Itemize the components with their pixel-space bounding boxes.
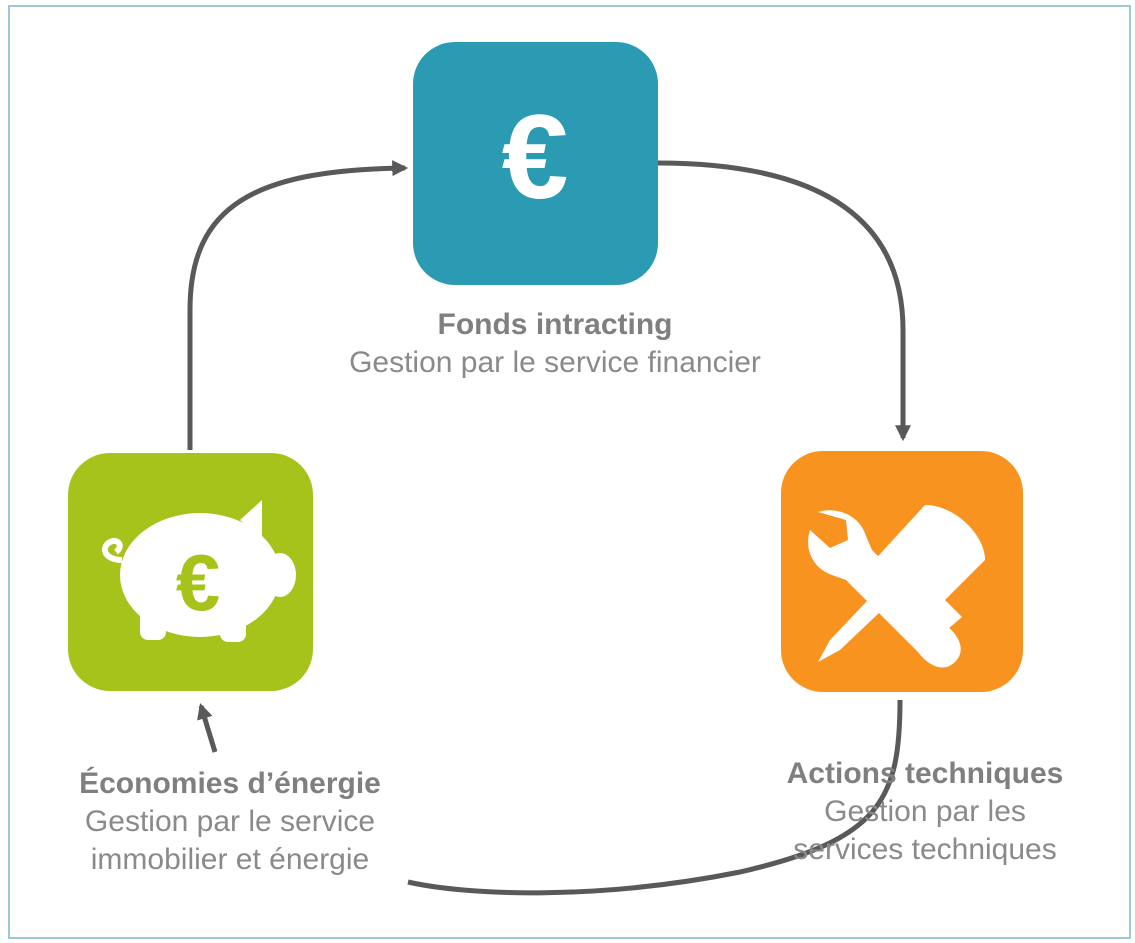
node-fonds: € <box>413 42 658 285</box>
actions-desc-line-2: services techniques <box>793 833 1057 866</box>
piggy-bank-euro-icon: € <box>101 500 296 642</box>
fonds-desc-line-1: Gestion par le service financier <box>349 346 761 379</box>
piggy-euro-symbol: € <box>176 538 221 627</box>
arrow-actions-to-economies <box>407 699 903 896</box>
euro-icon: € <box>502 90 569 224</box>
actions-title: Actions techniques <box>786 757 1064 790</box>
economies-label: Économies d’énergie Gestion par le servi… <box>30 765 430 879</box>
node-actions <box>781 451 1023 692</box>
economies-desc-line-2: immobilier et énergie <box>90 843 370 876</box>
fonds-label: Fonds intracting Gestion par le service … <box>290 306 820 382</box>
actions-desc-line-1: Gestion par les <box>824 795 1026 828</box>
economies-desc-line-1: Gestion par le service <box>84 805 376 838</box>
actions-label: Actions techniques Gestion par les servi… <box>730 755 1120 869</box>
node-economies: € <box>68 453 313 691</box>
fonds-title: Fonds intracting <box>437 308 673 341</box>
wrench-screwdriver-icon <box>808 505 985 668</box>
arrow-economies-to-fonds <box>187 160 409 450</box>
arrow-fonds-to-actions <box>656 160 912 442</box>
fonds-box <box>413 42 658 285</box>
economies-title: Économies d’énergie <box>79 767 381 800</box>
arrow-into-economies <box>197 702 218 753</box>
